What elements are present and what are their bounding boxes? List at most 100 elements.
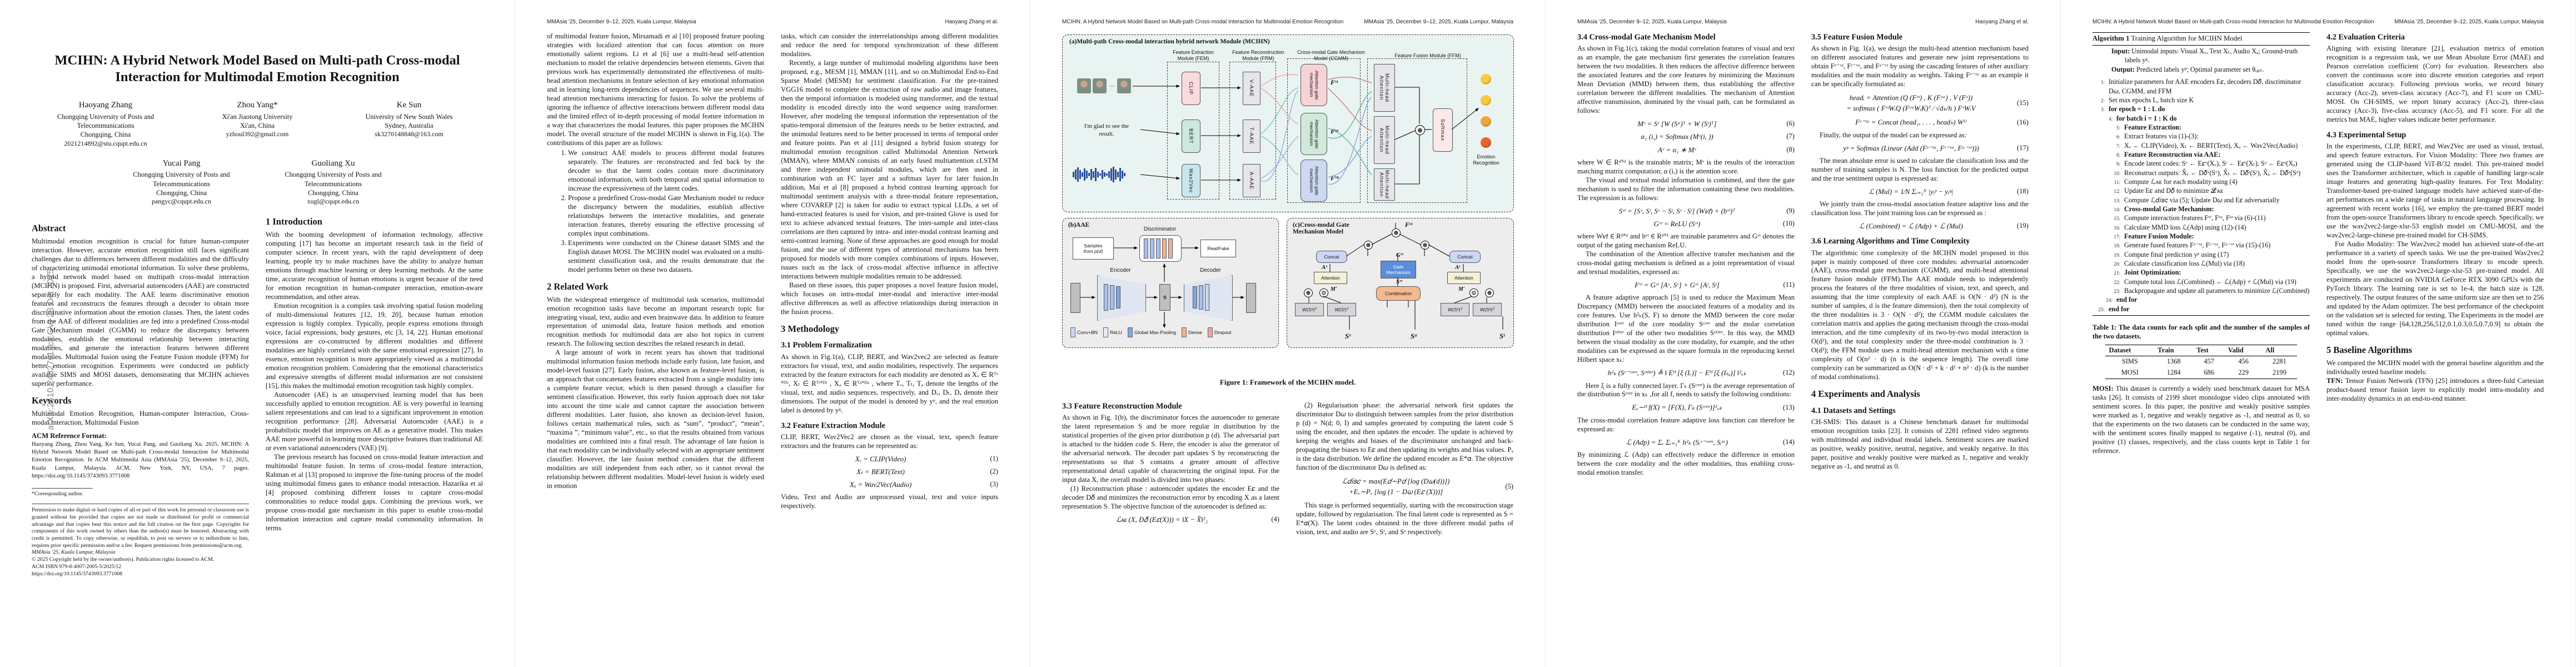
- dot-circle-icon: ⊙: [1319, 288, 1328, 297]
- dense-chip: [1182, 327, 1187, 337]
- conv-bn-chip: [1070, 327, 1075, 337]
- line-number: 2:: [2100, 97, 2105, 103]
- abstract-text: Multimodal emotion recognition is crucia…: [32, 237, 249, 387]
- multiply-circle-icon: ⊗: [1364, 241, 1373, 250]
- section-3-1-heading: 3.1 Problem Formalization: [781, 341, 872, 350]
- page4-left-column: 3.4 Cross-modal Gate Mechanism Model As …: [1577, 32, 1795, 477]
- author-name: Zhou Yang*: [237, 100, 278, 109]
- algorithm-title: Algorithm 1 Training Algorithm for MCIHN…: [2092, 33, 2310, 46]
- algorithm-line: 17: Feature Fusion Module:: [2092, 232, 2310, 241]
- body-paragraph: With the widespread emergence of multimo…: [547, 295, 764, 348]
- add-circle-icon: ⊕: [1392, 228, 1401, 237]
- line-text: Reconstruct outputs: X̂ᵥ ← D𝛿ᵛ(Sᵛ), X̂ₜ …: [2124, 168, 2301, 177]
- line-text: Backpropagate and update all parameters …: [2124, 287, 2310, 295]
- running-head-right: Haoyang Zhang et al.: [1975, 19, 2029, 25]
- author-email: sk3270148848@163.com: [375, 130, 444, 138]
- line-text: Cross-modal Gate Mechanism:: [2124, 205, 2214, 213]
- equation-11: Fᵛᵗ = Gᵛᵗ [Aᵛ, Sᵛ] + Gᵛᵗ [Aᵗ, Sᵗ](11): [1635, 281, 1795, 290]
- line-text: Compute interaction features Fᵛᵗ, Fᵛᵃ, F…: [2124, 214, 2266, 222]
- fvt-output-label: Fᵛᵗ: [1405, 221, 1413, 228]
- acm-ref-text: Haoyang Zhang, Zhou Yang, Ke Sun, Yucai …: [32, 441, 249, 480]
- paper-title: MCIHN: A Hybrid Network Model Based on M…: [54, 53, 460, 84]
- body-paragraph: Finally, the output of the model can be …: [1820, 131, 1967, 139]
- line-number: 22:: [2114, 279, 2120, 285]
- body-paragraph: Based on these issues, this paper propos…: [781, 281, 998, 316]
- body-paragraph: Aligning with existing literature [21], …: [2326, 44, 2544, 124]
- fta-label: Fᵗᵃ: [1331, 127, 1338, 135]
- body-paragraph: This stage is performed sequentially, st…: [1296, 501, 1513, 536]
- real-fake-box: Real/Fake: [1200, 240, 1236, 257]
- equation-16: Fᵛ⁻ᵗᵃ = Concat (head₁, . . . , headₕ) Wᴼ…: [1855, 118, 2029, 127]
- page3-left-column: 3.3 Feature Reconstruction Module As sho…: [1062, 392, 1279, 537]
- intro-paragraph: The previous research has focused on cro…: [266, 452, 483, 532]
- algorithm-input: Input: Unimodal inputs: Visual Xᵥ, Text …: [2111, 47, 2298, 64]
- intro-paragraph: Emotion recognition is a complex task in…: [266, 302, 483, 390]
- encoder-label: Encoder: [1110, 267, 1131, 273]
- input-vector: [1070, 283, 1080, 313]
- line-number: 23:: [2114, 288, 2120, 295]
- permission-text: Permission to make digital or hard copie…: [32, 507, 249, 549]
- audio-waveform-icon: [1073, 167, 1125, 182]
- legend-dense: Dense: [1182, 327, 1202, 337]
- algorithm-line: 14: Cross-modal Gate Mechanism:: [2092, 205, 2310, 213]
- table-header-cell: Train: [2154, 344, 2194, 357]
- body-paragraph: The cross-modal correlation feature adap…: [1577, 416, 1795, 433]
- wav2vec-box: Wav2Vec: [1182, 164, 1200, 197]
- author-affiliation: Chongqing, China: [308, 189, 358, 197]
- encoder-layers: [1104, 284, 1120, 311]
- panel-b-legend: Conv+BN ReLU Global Max-Pooling Dense Dr…: [1070, 327, 1231, 337]
- video-frame-icon: [1077, 78, 1091, 93]
- equation-9: Sᵛᵗ = [Sᵛ, Sᵗ, Sᵛ − Sᵗ, Sᵛ · Sᵗ] (W𝑣𝑡) +…: [1618, 206, 1795, 215]
- body-paragraph: The algorithmic time complexity of the M…: [1811, 248, 2029, 381]
- gvt-label: Gᵛᵗ: [1396, 252, 1403, 258]
- author-affiliation: Telecommunications: [77, 121, 134, 130]
- related-work-heading: 2 Related Work: [547, 281, 609, 292]
- body-paragraph: Here ξ is a fully connected layer. Γₖ (S…: [1577, 381, 1795, 399]
- algorithm-line: 20: Calculate classification loss ℒ(Mul)…: [2092, 259, 2310, 268]
- body-paragraph: A feature adaptive approach [5] is used …: [1577, 293, 1795, 364]
- arxiv-watermark: arXiv:2510.24827v1 [cs.CV] 28 Oct 2025: [46, 269, 56, 430]
- page5-left-column: Algorithm 1 Training Algorithm for MCIHN…: [2092, 32, 2310, 456]
- equation-19: ℒ (Combined) = ℒ (Adp) + ℒ (Mul)(19): [1859, 222, 2029, 231]
- body-paragraph: As shown in Fig.1(c), taking the modal c…: [1577, 44, 1795, 115]
- page-5: MCIHN: A Hybrid Network Model Based on M…: [2061, 0, 2576, 667]
- line-text: Feature Reconstruction via AAE:: [2124, 150, 2221, 158]
- softmax-box: Softmax: [1433, 108, 1453, 152]
- author-block: Yucai Pang Chongqing University of Posts…: [122, 158, 241, 207]
- author-block: Guoliang Xu Chongqing University of Post…: [273, 158, 393, 207]
- author-email: yzhoul392@gmail.com: [226, 130, 289, 138]
- equation-1: Xᵥ = CLIP(Video)(1): [855, 454, 998, 463]
- body-paragraph: In the experiments, CLIP, BERT, and Wav2…: [2326, 142, 2544, 240]
- algorithm-line: 25: end for: [2092, 305, 2310, 313]
- line-text: Compute total loss ℒ(Combined) ← ℒ(Adp) …: [2124, 277, 2296, 286]
- latent-code-s: S: [1159, 284, 1170, 311]
- body-paragraph: of multimodal feature fusion, Mirsamadi …: [547, 32, 764, 147]
- output-vector: [1246, 283, 1256, 313]
- algorithm-line: 9: Encode latent codes: Sᵛ ← E𝜀ᵛ(Xᵥ), Sᵗ…: [2092, 159, 2310, 168]
- section-3-3-heading: 3.3 Feature Reconstruction Module: [1062, 402, 1182, 411]
- decoder-layers: [1193, 284, 1209, 311]
- figure-1: (a)Multi-path Cross-modal interaction hy…: [1062, 34, 1514, 375]
- page2-left-column: of multimodal feature fusion, Mirsamadi …: [547, 32, 764, 511]
- line-number: 12:: [2114, 188, 2120, 195]
- line-text: Extract features via (1)-(3):: [2124, 132, 2199, 141]
- body-paragraph: (1) Reconstruction phase : autoencoder u…: [1062, 485, 1279, 510]
- line-number: 5:: [2116, 125, 2120, 131]
- t-aae-box: T-AAE: [1243, 120, 1260, 153]
- body-paragraph: Recently, a large number of multimodal m…: [781, 58, 998, 280]
- algorithm-line: 10: Reconstruct outputs: X̂ᵥ ← D𝛿ᵛ(Sᵛ), …: [2092, 168, 2310, 177]
- body-paragraph: As shown in Fig. 1(b), the discriminator…: [1062, 414, 1279, 484]
- author-affiliation: Sydney, Australia: [385, 121, 434, 130]
- algorithm-line: 1: Initialize parameters for AAE encoder…: [2092, 77, 2310, 96]
- running-head-right: MMAsia '25, December 9–12, 2025, Kuala L…: [2394, 19, 2544, 25]
- body-paragraph: A large amount of work in recent years h…: [547, 349, 764, 490]
- contributions-list: We construct AAE models to process diffe…: [547, 149, 764, 275]
- body-paragraph: tasks, which can consider the interrelat…: [781, 32, 998, 58]
- section-4-2-heading: 4.2 Evaluation Criteria: [2326, 33, 2405, 42]
- figure-1-caption: Figure 1: Framework of the MCIHN model.: [1219, 378, 1356, 386]
- line-number: 10:: [2114, 170, 2120, 176]
- running-head-right: Haoyang Zhang et al.: [945, 19, 998, 25]
- av-label: Aᵛ: [1322, 264, 1328, 271]
